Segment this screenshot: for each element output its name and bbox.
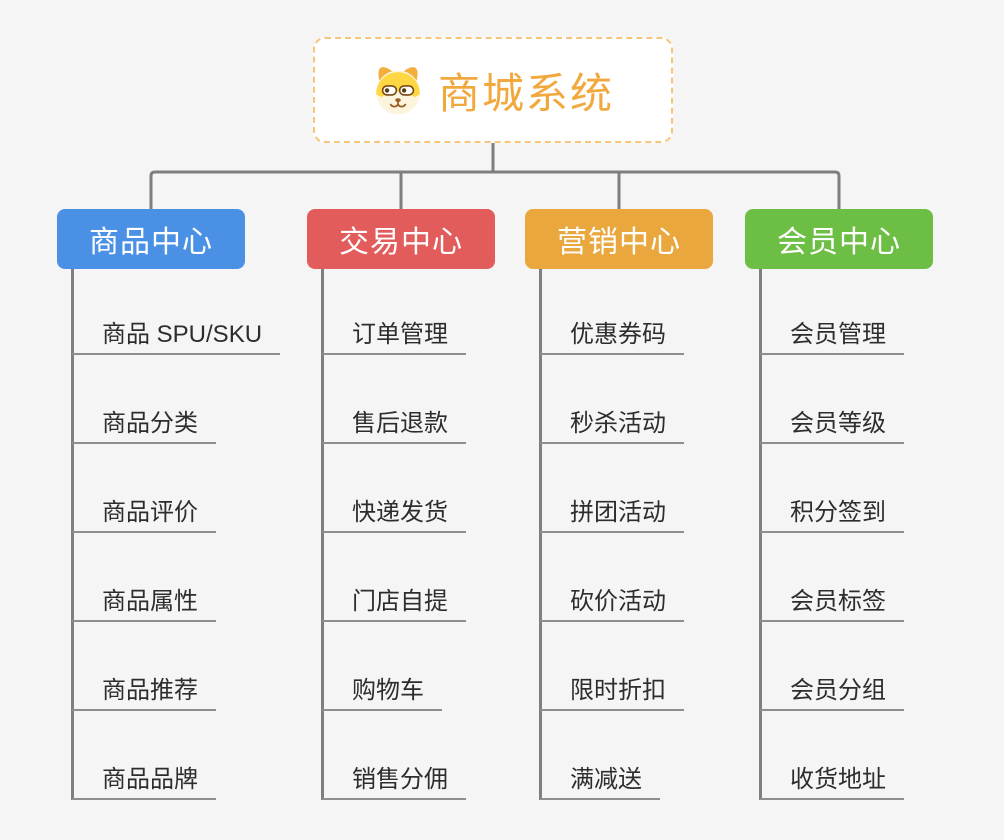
subtopic[interactable]: 会员管理 — [760, 315, 904, 355]
branch-trunk-line — [758, 269, 762, 800]
subtopic[interactable]: 商品推荐 — [72, 671, 216, 711]
branch-trunk-line — [538, 269, 542, 800]
subtopic[interactable]: 快递发货 — [322, 493, 466, 533]
subtopic[interactable]: 积分签到 — [760, 493, 904, 533]
root-topic[interactable]: 商城系统 — [313, 37, 673, 143]
branch-marketing-center: 营销中心 优惠券码秒杀活动拼团活动砍价活动限时折扣满减送 — [525, 0, 785, 840]
subtopic[interactable]: 秒杀活动 — [540, 404, 684, 444]
subtopic[interactable]: 限时折扣 — [540, 671, 684, 711]
branch-trade-center: 交易中心 订单管理售后退款快递发货门店自提购物车销售分佣 — [307, 0, 567, 840]
branch-topic-member-center[interactable]: 会员中心 — [745, 209, 933, 269]
subtopic[interactable]: 拼团活动 — [540, 493, 684, 533]
branch-product-center: 商品中心 商品 SPU/SKU 商品分类商品评价商品属性商品推荐商品品牌 — [57, 0, 317, 840]
shiba-dog-icon — [372, 64, 424, 116]
subtopic[interactable]: 门店自提 — [322, 582, 466, 622]
subtopic[interactable]: 收货地址 — [760, 760, 904, 800]
branch-topic-marketing-center[interactable]: 营销中心 — [525, 209, 713, 269]
subtopic[interactable]: 会员分组 — [760, 671, 904, 711]
subtopic[interactable]: 商品 SPU/SKU — [72, 315, 281, 355]
subtopic[interactable]: 商品属性 — [72, 582, 216, 622]
subtopic[interactable]: 订单管理 — [322, 315, 466, 355]
root-topic-label: 商城系统 — [437, 69, 614, 117]
subtopic[interactable]: 砍价活动 — [540, 582, 684, 622]
subtopic[interactable]: 商品分类 — [72, 404, 216, 444]
branch-member-center: 会员中心 会员管理会员等级积分签到会员标签会员分组收货地址 — [745, 0, 1004, 840]
subtopic[interactable]: 销售分佣 — [322, 760, 466, 800]
subtopic[interactable]: 会员标签 — [760, 582, 904, 622]
branch-trunk-line — [320, 269, 324, 800]
subtopic[interactable]: 商品品牌 — [72, 760, 216, 800]
branch-topic-product-center[interactable]: 商品中心 — [57, 209, 245, 269]
subtopic[interactable]: 商品评价 — [72, 493, 216, 533]
subtopic[interactable]: 售后退款 — [322, 404, 466, 444]
branch-trunk-line — [70, 269, 74, 800]
subtopic[interactable]: 满减送 — [540, 760, 660, 800]
branch-topic-trade-center[interactable]: 交易中心 — [307, 209, 495, 269]
subtopic[interactable]: 购物车 — [322, 671, 442, 711]
subtopic[interactable]: 优惠券码 — [540, 315, 684, 355]
subtopic[interactable]: 会员等级 — [760, 404, 904, 444]
